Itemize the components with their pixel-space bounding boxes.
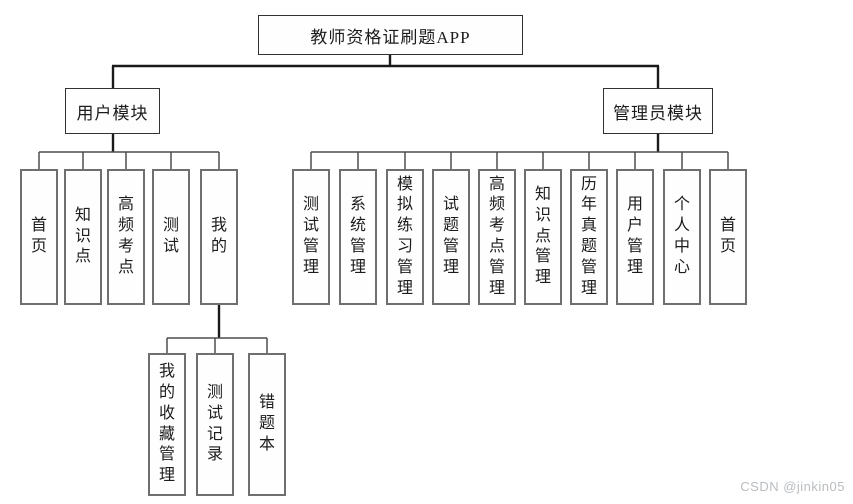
node-question-management: 试题管理 [432, 169, 470, 305]
node-wrong-question-book-label: 错题本 [258, 394, 275, 453]
node-test-management-label: 测试管理 [302, 196, 319, 276]
node-mine-label: 我的 [210, 217, 227, 255]
node-home-admin-label: 首页 [719, 217, 736, 255]
node-user-module: 用户模块 [65, 88, 160, 134]
node-knowledge-points-label: 知识点 [74, 206, 91, 266]
node-mock-practice-management-label: 模拟练习管理 [396, 175, 413, 297]
node-high-frequency-point-management: 高频考点管理 [478, 169, 516, 305]
node-admin-module: 管理员模块 [603, 88, 713, 134]
node-my-favorites-management: 我的收藏管理 [148, 353, 186, 496]
node-knowledge-point-management: 知识点管理 [524, 169, 562, 305]
node-high-frequency-points-label: 高频考点 [117, 196, 134, 276]
node-home: 首页 [20, 169, 58, 305]
node-high-frequency-point-management-label: 高频考点管理 [488, 175, 505, 297]
node-wrong-question-book: 错题本 [248, 353, 286, 496]
node-root-app-label: 教师资格证刷题APP [310, 27, 471, 47]
node-test-records-label: 测试记录 [206, 383, 223, 464]
node-user-management-label: 用户管理 [626, 196, 643, 276]
node-test-records: 测试记录 [196, 353, 234, 496]
node-knowledge-point-management-label: 知识点管理 [534, 186, 551, 287]
node-knowledge-points: 知识点 [64, 169, 102, 305]
csdn-watermark: CSDN @jinkin05 [740, 479, 845, 494]
node-system-management-label: 系统管理 [349, 196, 366, 276]
node-personal-center: 个人中心 [663, 169, 701, 305]
node-root-app: 教师资格证刷题APP [258, 15, 523, 55]
node-test-label: 测试 [162, 217, 179, 255]
node-personal-center-label: 个人中心 [673, 196, 690, 276]
node-user-module-label: 用户模块 [76, 103, 149, 123]
node-high-frequency-points: 高频考点 [107, 169, 145, 305]
node-my-favorites-management-label: 我的收藏管理 [158, 363, 175, 485]
node-test-management: 测试管理 [292, 169, 330, 305]
node-admin-module-label: 管理员模块 [613, 103, 703, 123]
node-system-management: 系统管理 [339, 169, 377, 305]
node-home-admin: 首页 [709, 169, 747, 305]
node-past-exam-papers-management: 历年真题管理 [570, 169, 608, 305]
node-question-management-label: 试题管理 [442, 196, 459, 276]
node-test: 测试 [152, 169, 190, 305]
node-user-management: 用户管理 [616, 169, 654, 305]
node-past-exam-papers-management-label: 历年真题管理 [580, 175, 597, 297]
node-mock-practice-management: 模拟练习管理 [386, 169, 424, 305]
node-mine: 我的 [200, 169, 238, 305]
node-home-label: 首页 [30, 217, 47, 255]
